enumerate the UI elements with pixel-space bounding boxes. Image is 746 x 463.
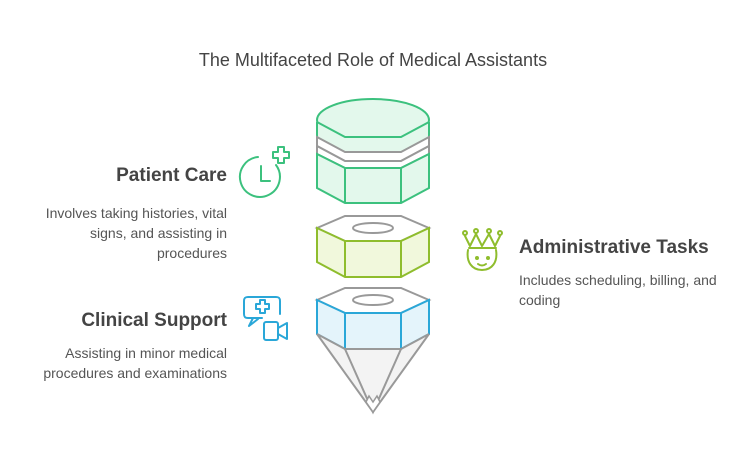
clinical-support-description: Assisting in minor medical procedures an…	[43, 345, 227, 381]
diagram-title: The Multifaceted Role of Medical Assista…	[198, 50, 548, 70]
clinical-support-segment	[314, 287, 432, 415]
patient-care-segment	[316, 98, 430, 204]
medical-video-call-icon	[243, 296, 288, 341]
administrative-tasks-segment	[314, 215, 432, 278]
clinical-support-heading: Clinical Support	[81, 310, 227, 331]
administrative-tasks-heading: Administrative Tasks	[519, 237, 709, 258]
administrative-tasks-description: Includes scheduling, billing, and coding	[519, 272, 717, 308]
crown-person-icon	[462, 228, 503, 271]
patient-care-description: Involves taking histories, vital signs, …	[45, 205, 227, 261]
clock-plus-icon	[238, 146, 290, 198]
patient-care-heading: Patient Care	[116, 165, 227, 186]
